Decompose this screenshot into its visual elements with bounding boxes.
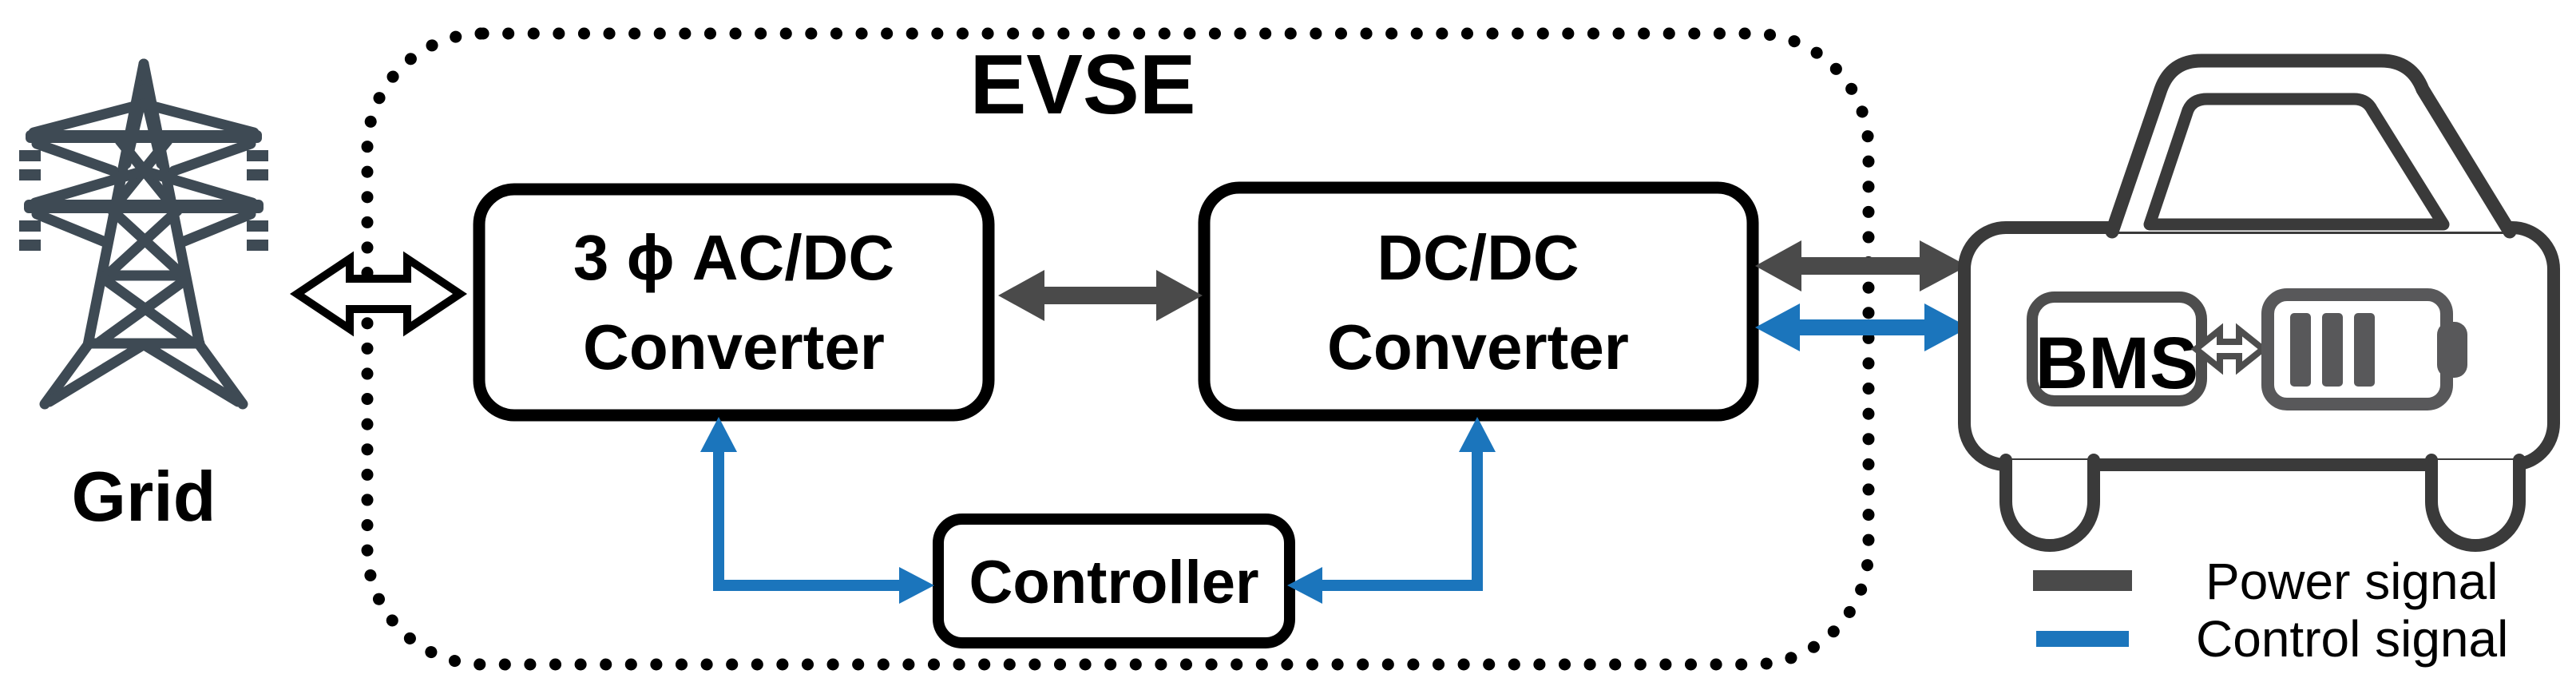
controller-label: Controller — [969, 549, 1258, 617]
controller-acdc-control-arrowheads — [700, 417, 934, 604]
transmission-tower-icon — [28, 58, 260, 410]
dcdc-car-power-arrow — [1755, 240, 1968, 291]
dcdc-converter-box — [1198, 181, 1759, 422]
controller-acdc-control-arrow — [713, 441, 918, 591]
dcdc-converter-line2: Converter — [1327, 311, 1629, 383]
dcdc-converter-line1: DC/DC — [1377, 222, 1579, 293]
controller-dcdc-control-arrow — [1303, 441, 1483, 591]
legend-power-swatch — [2033, 570, 2132, 591]
grid-evse-double-arrow — [289, 251, 468, 337]
controller-dcdc-control-arrowheads — [1287, 417, 1496, 604]
transmission-tower-crossarms — [19, 130, 268, 251]
legend-control-label: Control signal — [2196, 610, 2508, 668]
dcdc-car-control-arrow — [1755, 303, 1969, 351]
acdc-converter-line1: 3 ϕ AC/DC — [573, 222, 894, 293]
legend-control-swatch — [2036, 631, 2129, 647]
acdc-converter-box — [473, 183, 995, 422]
acdc-converter-line2: Converter — [583, 311, 885, 383]
bms-label: BMS — [2035, 323, 2198, 404]
battery-charge-bars — [2290, 313, 2375, 387]
evse-title: EVSE — [970, 38, 1196, 132]
controller-box — [933, 514, 1295, 648]
battery-icon — [2261, 288, 2467, 410]
grid-label: Grid — [72, 457, 216, 536]
evse-dotted-boundary — [361, 27, 1875, 671]
legend: Power signal Control signal — [2033, 553, 2508, 668]
acdc-dcdc-power-arrow — [998, 270, 1203, 321]
legend-power-label: Power signal — [2205, 553, 2498, 610]
